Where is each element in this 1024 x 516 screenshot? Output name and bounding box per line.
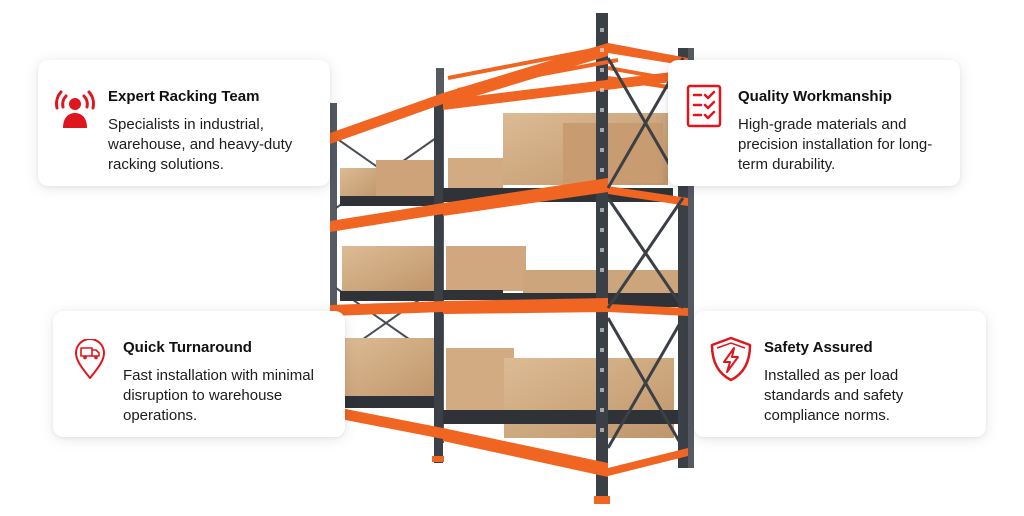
feature-title: Safety Assured: [764, 339, 873, 356]
feature-description: High-grade materials and precision insta…: [738, 116, 933, 173]
feature-title: Expert Racking Team: [108, 88, 260, 105]
feature-description: Installed as per load standards and safe…: [764, 367, 904, 424]
feature-description: Specialists in industrial, warehouse, an…: [108, 116, 293, 173]
feature-card-quick-turnaround: Quick Turnaround Fast installation with …: [53, 311, 345, 437]
pallet-racking-image: [330, 13, 694, 504]
feature-title: Quality Workmanship: [738, 88, 892, 105]
delivery-truck-pin-icon: [75, 339, 105, 379]
team-person-icon: [55, 90, 95, 128]
feature-card-expert-team: Expert Racking Team Specialists in indus…: [38, 60, 330, 186]
feature-card-quality: Quality Workmanship High-grade materials…: [668, 60, 960, 186]
feature-title: Quick Turnaround: [123, 339, 252, 356]
shield-bolt-icon: [710, 336, 752, 382]
feature-card-safety: Safety Assured Installed as per load sta…: [694, 311, 986, 437]
feature-description: Fast installation with minimal disruptio…: [123, 367, 314, 424]
checklist-icon: [686, 84, 722, 128]
